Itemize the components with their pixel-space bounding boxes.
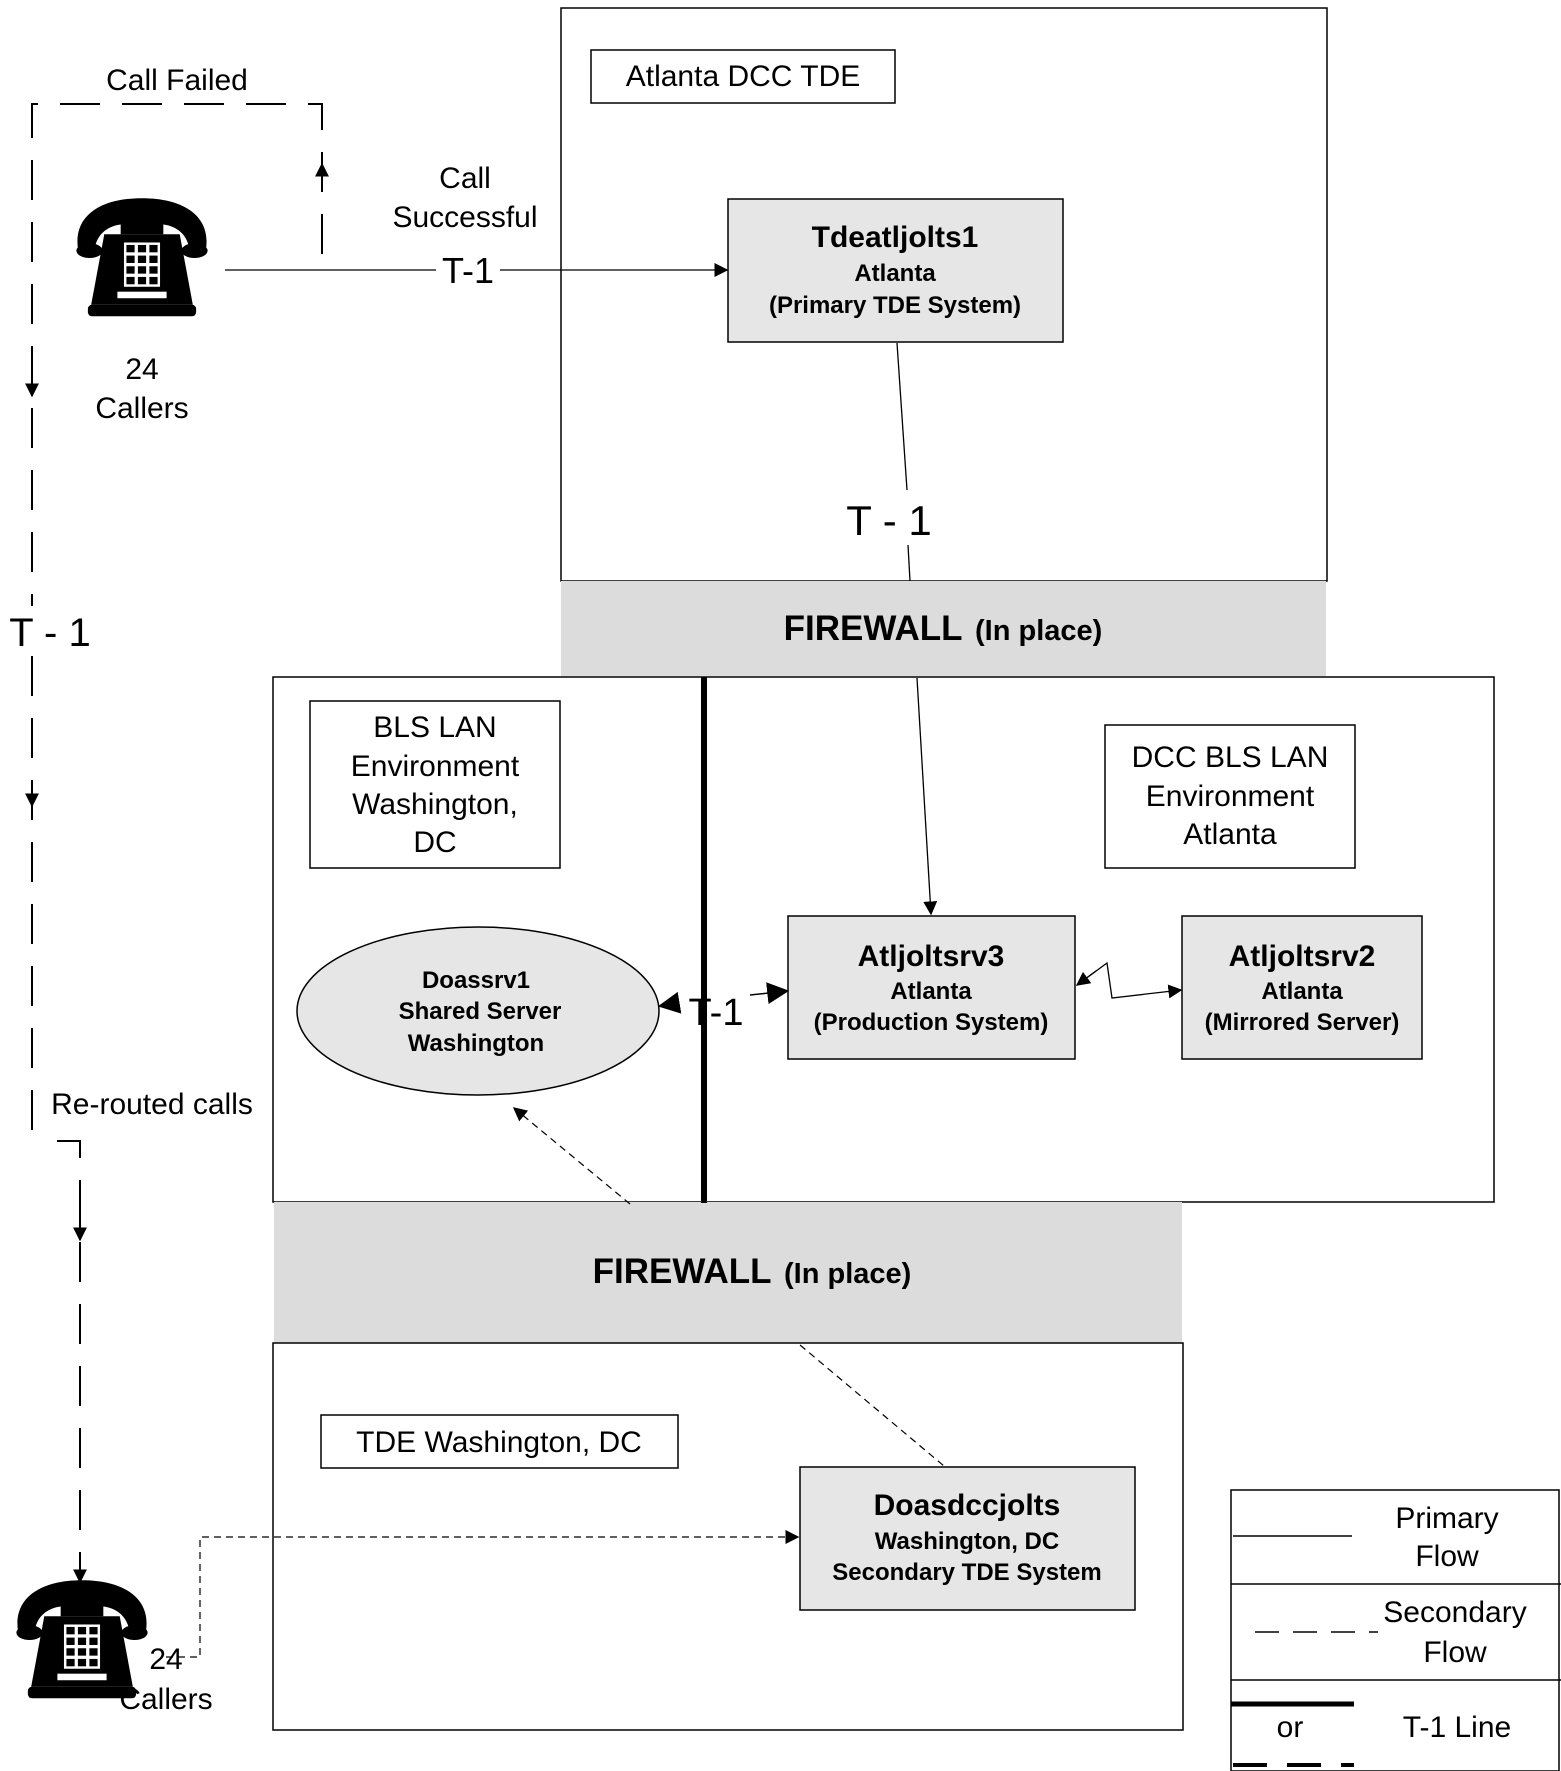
call-successful-label-line1: Call [439,162,491,195]
node-atljoltsrv2: Atljoltsrv2 Atlanta (Mirrored Server) [1181,915,1423,1060]
legend-t1: T-1 Line [1403,1711,1511,1744]
call-failed-label: Call Failed [106,64,248,97]
doassrv1-line2: Shared Server [399,998,562,1025]
tdeatljolts1-role: (Primary TDE System) [769,292,1021,319]
rerouted-calls-label: Re-routed calls [51,1088,253,1121]
firewall-top-band [561,581,1326,676]
atljoltsrv2-name: Atljoltsrv2 [1229,940,1376,973]
doassrv1-line1: Doassrv1 [422,967,530,994]
tde-to-firewall-line-lower [907,544,911,582]
bottom-callers-count: 24 [149,1643,182,1676]
atljoltsrv3-location: Atlanta [890,978,972,1005]
bls-washington-label-line: BLS LAN [373,711,496,744]
doasdccjolts-location: Washington, DC [875,1528,1059,1555]
dcc-atlanta-label-box [1104,724,1356,869]
doasdccjolts-name: Doasdccjolts [874,1489,1061,1522]
tde-washington-label: TDE Washington, DC [356,1426,642,1459]
bls-washington-label-line: DC [413,826,456,859]
firewall-top-label: FIREWALL (In place) [784,609,1103,648]
firewall-bottom-band [274,1202,1182,1344]
t1-caller-link-label: T-1 [442,250,494,291]
t1-atlanta-vertical-label: T - 1 [846,497,932,544]
telephone-icon [76,198,208,317]
bottom-caller-to-doasdccjolts-line [166,1530,800,1658]
atljoltsrv2-role: (Mirrored Server) [1205,1009,1400,1036]
firewall-bottom-label: FIREWALL (In place) [593,1252,912,1291]
atljoltsrv2-location: Atlanta [1261,978,1343,1005]
t1-left-vertical-label: T - 1 [9,611,91,655]
atlanta-tde-label: Atlanta DCC TDE [626,60,861,93]
telephone-icon [16,1580,148,1699]
doassrv1-line3: Washington [408,1030,544,1057]
tde-washington-label-box [320,1414,679,1469]
tdeatljolts1-name: Tdeatljolts1 [812,221,979,254]
atljoltsrv3-role: (Production System) [814,1009,1049,1036]
firewall-to-atljoltsrv3-line [916,677,938,916]
dcc-atlanta-label-line: Environment [1146,780,1315,813]
legend-secondary-line2: Flow [1423,1636,1487,1669]
mirror-link-line-back [1075,970,1097,986]
t1-center-arrow-left [657,991,682,1014]
atljoltsrv3-name: Atljoltsrv3 [858,940,1005,973]
tde-to-firewall-line [896,342,908,491]
atlanta-tde-label-box [590,49,896,104]
secondary-to-doassrv1-line [512,1107,631,1205]
t1-center-arrow-right [749,982,790,1005]
firewall-top-title: FIREWALL [784,609,963,648]
bls-washington-label-box [309,700,561,869]
node-doassrv1: Doassrv1 Shared Server Washington [296,926,660,1096]
legend-or: or [1277,1711,1304,1744]
node-doasdccjolts: Doasdccjolts Washington, DC Secondary TD… [799,1466,1136,1611]
top-callers-count: 24 [125,353,158,386]
legend-primary-line2: Flow [1415,1540,1479,1573]
rerouted-calls-line [57,1140,81,1580]
node-tdeatljolts1: Tdeatljolts1 Atlanta (Primary TDE System… [727,198,1064,343]
legend: Primary Flow Secondary Flow or T-1 Line [1230,1489,1561,1771]
rerouted-label-bg [42,1086,264,1126]
bls-washington-label-line: Washington, [352,788,518,821]
legend-secondary-line1: Secondary [1383,1596,1526,1629]
firewall-bottom-note: (In place) [784,1258,911,1290]
doasdccjolts-role: Secondary TDE System [832,1559,1101,1586]
node-atljoltsrv3: Atljoltsrv3 Atlanta (Production System) [787,915,1076,1060]
t1-left-label-bg [10,606,90,652]
legend-primary-line1: Primary [1395,1502,1498,1535]
bls-washington-label-line: Environment [351,750,520,783]
secondary-to-doasdccjolts-line [799,1344,945,1467]
dcc-atlanta-label-line: Atlanta [1183,818,1277,851]
call-failed-label-bg [96,60,256,100]
tdeatljolts1-location: Atlanta [854,260,936,287]
dcc-atlanta-label-line: DCC BLS LAN [1132,741,1329,774]
t1-center-link-label: T-1 [689,992,744,1034]
firewall-bottom-title: FIREWALL [593,1252,772,1291]
firewall-top-note: (In place) [975,615,1102,647]
bottom-callers-label: Callers [119,1683,212,1716]
top-callers-label: Callers [95,392,188,425]
call-successful-label-line2: Successful [392,201,537,234]
